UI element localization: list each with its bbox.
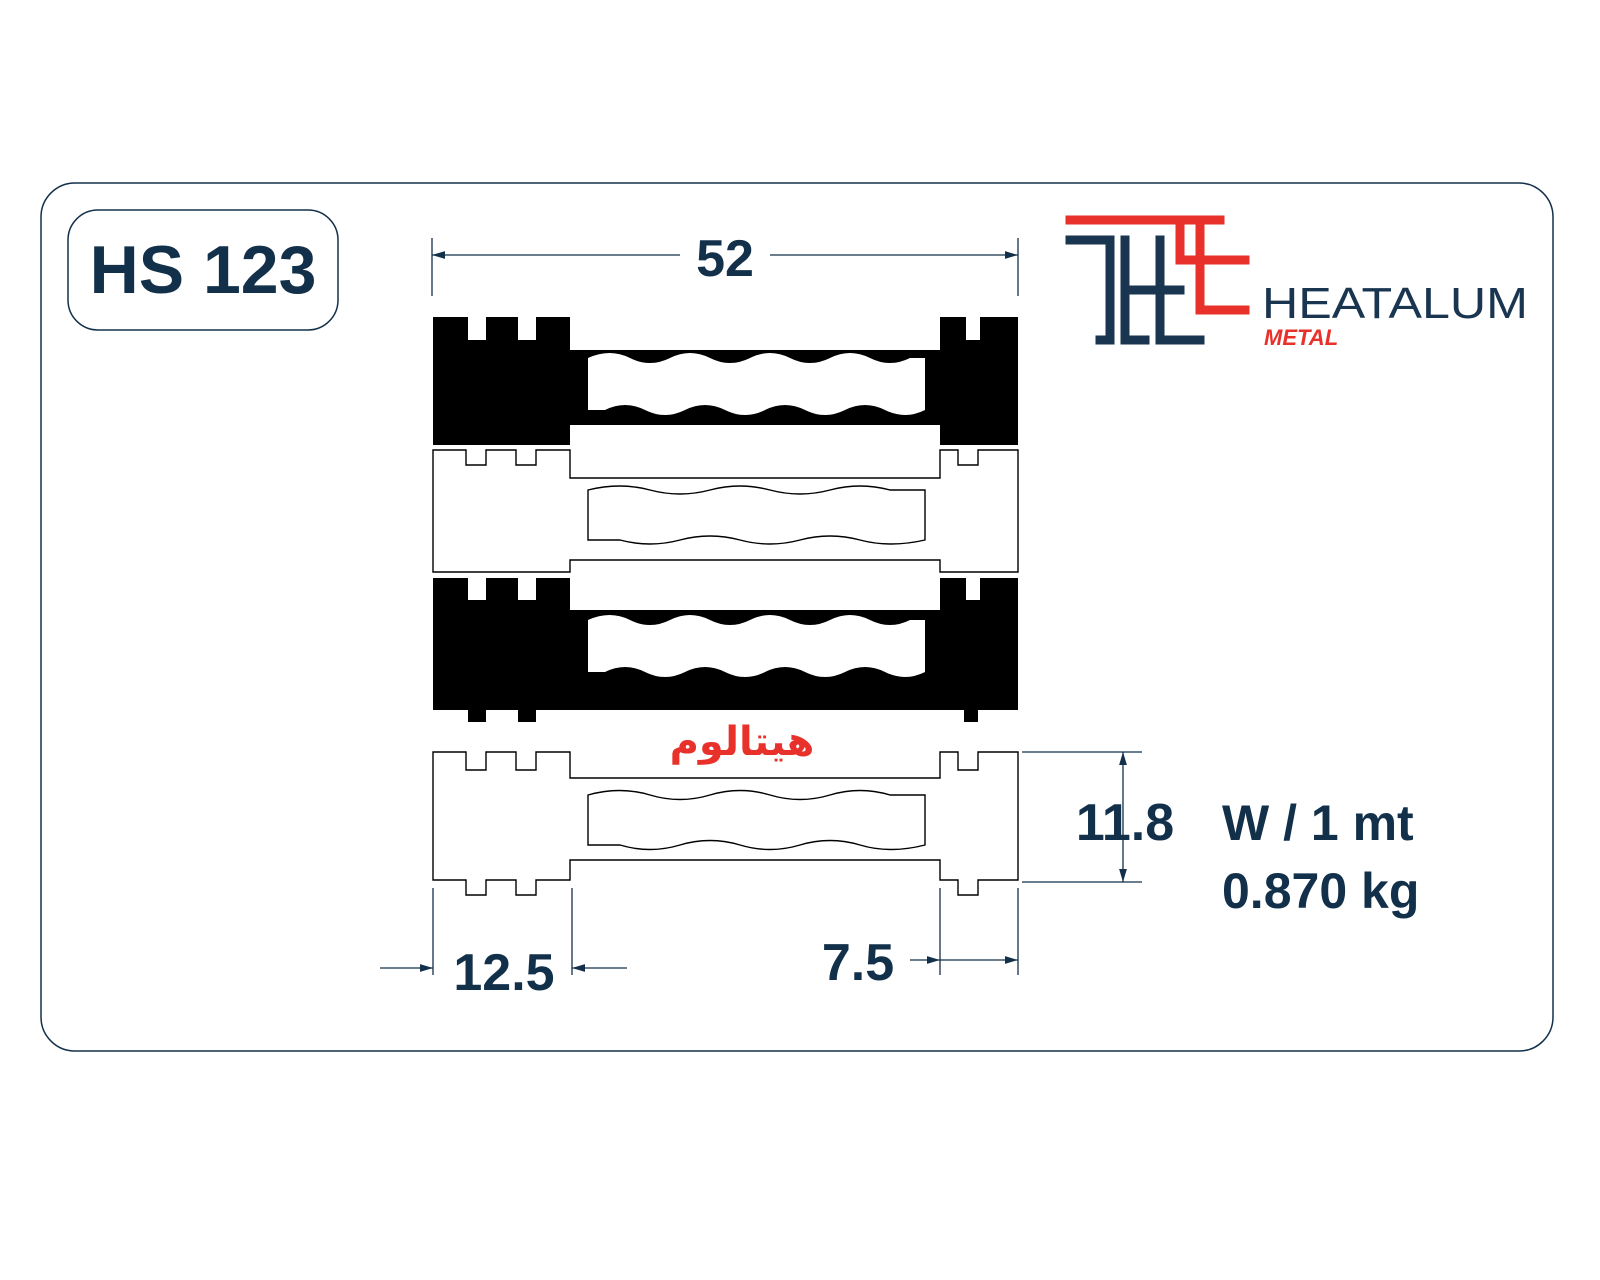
- arabic-brand-text: هيتالوم: [670, 719, 815, 765]
- weight-value: 0.870 kg: [1222, 863, 1419, 919]
- brand-logo: HEATALUM METAL: [1065, 215, 1528, 350]
- product-code: HS 123: [90, 232, 317, 308]
- dimension-height-value: 11.8: [1076, 794, 1174, 852]
- dimension-right-segment-value: 7.5: [822, 934, 894, 992]
- profile-black-top: [433, 317, 1018, 445]
- sheet-frame: [40, 182, 1554, 1052]
- logo-red-strokes: [1065, 215, 1250, 315]
- brand-name: HEATALUM: [1262, 279, 1528, 328]
- dimension-left-segment: 12.5: [380, 888, 627, 1002]
- dimension-height: 11.8: [1022, 751, 1174, 883]
- weight-label: W / 1 mt: [1222, 795, 1414, 851]
- dimension-left-segment-value: 12.5: [453, 944, 554, 1002]
- dimension-width: 52: [431, 230, 1019, 296]
- profile-outline-dimensioned: [432, 751, 1019, 896]
- product-code-box: [67, 209, 339, 331]
- profile-black-lower: [433, 578, 1018, 722]
- profile-outline-upper: [432, 449, 1019, 573]
- logo-navy-strokes: [1065, 235, 1205, 345]
- dimension-width-value: 52: [696, 230, 754, 288]
- brand-sub: METAL: [1264, 325, 1338, 350]
- dimension-right-segment: 7.5: [822, 888, 1019, 992]
